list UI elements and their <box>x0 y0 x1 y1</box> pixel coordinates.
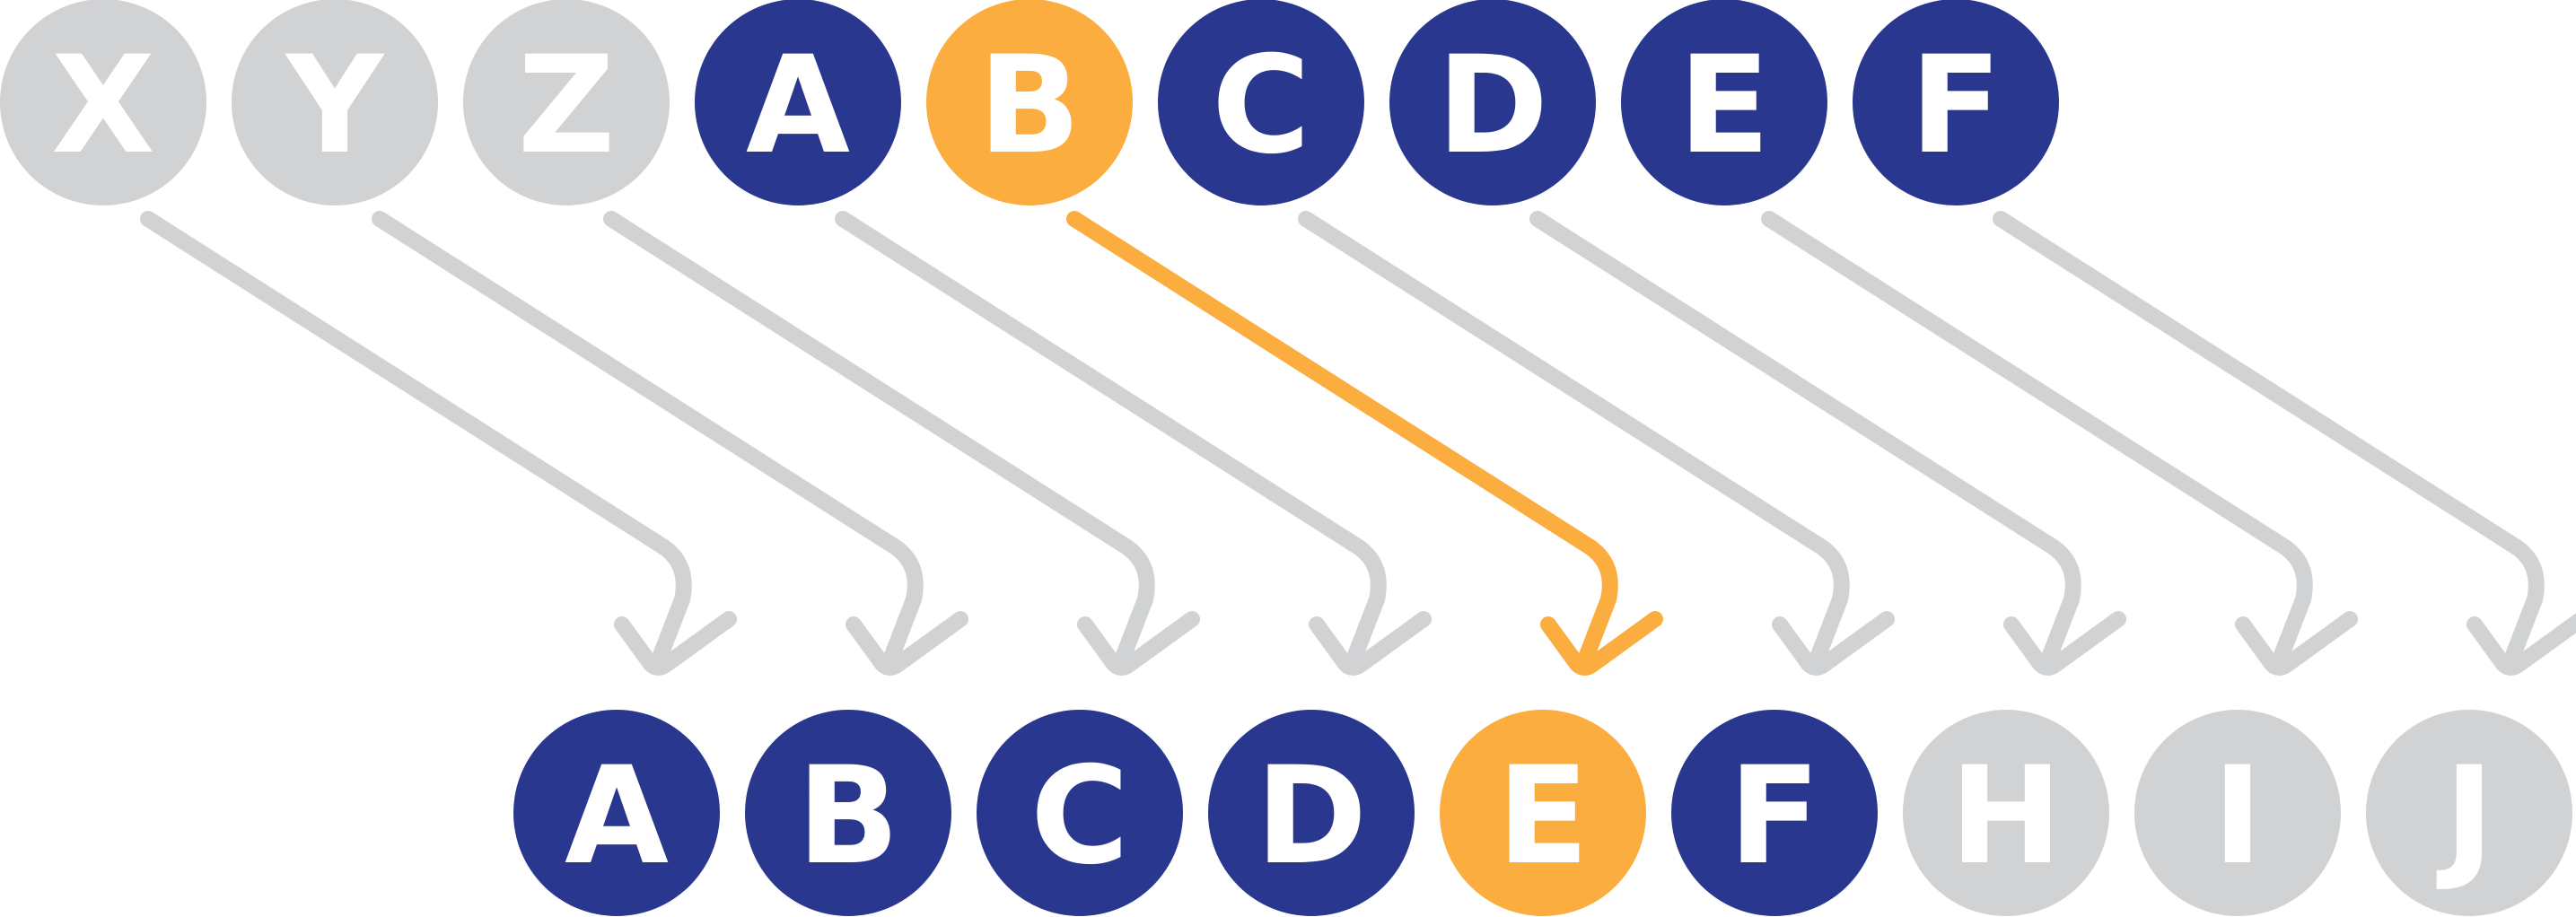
top-letter: A <box>746 28 850 184</box>
bottom-letter: J <box>2436 738 2494 895</box>
top-letter: B <box>978 28 1081 184</box>
top-letter: Z <box>518 28 616 184</box>
bottom-letter: I <box>2212 738 2263 895</box>
top-circle <box>463 0 670 205</box>
mapping-arrow-5 <box>1066 211 1663 676</box>
top-node-e: E <box>1621 0 1827 205</box>
top-node-z: Z <box>463 0 670 205</box>
bottom-node-a: A <box>513 710 720 916</box>
arrow-head <box>2235 611 2358 676</box>
bottom-circle <box>513 710 720 916</box>
bottom-letter: A <box>565 738 669 895</box>
top-letter: X <box>51 28 155 184</box>
arrow-head <box>1772 611 1895 676</box>
mapping-arrow-8 <box>1761 211 2358 676</box>
mapping-arrow-4 <box>835 211 1432 676</box>
arrow-head <box>846 611 968 676</box>
top-node-c: C <box>1158 0 1364 205</box>
top-circle <box>232 0 438 205</box>
arrows <box>140 211 2576 676</box>
top-node-b: B <box>926 0 1133 205</box>
arrow-head <box>2003 611 2126 676</box>
top-circle <box>1389 0 1596 205</box>
bottom-node-j: J <box>2366 710 2572 916</box>
bottom-letter: H <box>1950 738 2063 895</box>
top-node-y: Y <box>232 0 438 205</box>
top-node-f: F <box>1853 0 2059 205</box>
bottom-circle <box>1903 710 2109 916</box>
top-circle <box>926 0 1133 205</box>
top-letter: E <box>1678 28 1770 184</box>
bottom-node-i: I <box>2134 710 2341 916</box>
top-letter: D <box>1437 28 1549 184</box>
bottom-node-b: B <box>745 710 951 916</box>
arrow-shaft <box>140 211 692 670</box>
arrow-shaft <box>372 211 924 670</box>
bottom-letter: B <box>797 738 899 895</box>
arrow-head <box>2466 613 2576 676</box>
arrow-shaft <box>835 211 1387 670</box>
top-circle <box>1621 0 1827 205</box>
bottom-node-c: C <box>977 710 1183 916</box>
bottom-node-d: D <box>1208 710 1415 916</box>
top-letter: F <box>1910 28 2002 184</box>
mapping-arrow-9 <box>1993 211 2576 676</box>
bottom-letter: F <box>1729 738 1820 895</box>
bottom-circle <box>745 710 951 916</box>
bottom-circle <box>1671 710 1878 916</box>
top-node-a: A <box>695 0 901 205</box>
top-circle <box>0 0 206 205</box>
bottom-circle <box>2134 710 2341 916</box>
bottom-node-f: F <box>1671 710 1878 916</box>
bottom-node-e: E <box>1440 710 1646 916</box>
mapping-arrow-6 <box>1298 211 1895 676</box>
arrow-head <box>1077 611 1200 676</box>
arrow-shaft <box>1529 211 2081 670</box>
top-node-x: X <box>0 0 206 205</box>
top-circle <box>695 0 901 205</box>
arrow-head <box>1309 611 1432 676</box>
mapping-arrow-1 <box>140 211 737 676</box>
arrow-head <box>1540 611 1663 676</box>
top-circle <box>1853 0 2059 205</box>
arrow-shaft <box>603 211 1155 670</box>
bottom-letter: C <box>1030 738 1129 895</box>
bottom-circle <box>2366 710 2572 916</box>
bottom-node-h: H <box>1903 710 2109 916</box>
bottom-circle <box>1440 710 1646 916</box>
top-letter: C <box>1212 28 1310 184</box>
bottom-circle <box>1208 710 1415 916</box>
mapping-arrow-2 <box>372 211 968 676</box>
arrow-shaft <box>1761 211 2313 670</box>
arrow-shaft <box>1298 211 1850 670</box>
arrow-shaft <box>1066 211 1618 670</box>
mapping-arrow-7 <box>1529 211 2126 676</box>
top-circle <box>1158 0 1364 205</box>
bottom-letter: E <box>1497 738 1589 895</box>
mapping-arrow-3 <box>603 211 1200 676</box>
top-node-d: D <box>1389 0 1596 205</box>
bottom-circle <box>977 710 1183 916</box>
arrow-shaft <box>1993 211 2545 670</box>
bottom-letter: D <box>1256 738 1368 895</box>
top-letter: Y <box>285 28 386 184</box>
arrow-head <box>614 611 737 676</box>
